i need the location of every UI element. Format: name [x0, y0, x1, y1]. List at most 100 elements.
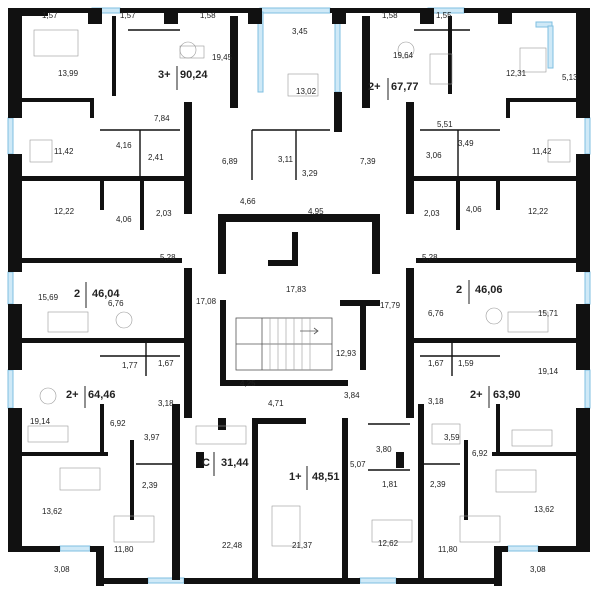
- svg-text:90,24: 90,24: [180, 69, 208, 81]
- room-area: 1,55: [436, 11, 452, 20]
- room-area: 12,31: [506, 69, 527, 78]
- room-area: 3,29: [302, 169, 318, 178]
- room-area: 17,83: [286, 285, 307, 294]
- room-area: 4,16: [116, 141, 132, 150]
- apartment-label-one: 1+ 48,51: [289, 466, 340, 490]
- room-area: 12,93: [336, 349, 357, 358]
- outer-walls: [8, 8, 590, 586]
- room-area: 6,89: [222, 157, 238, 166]
- svg-text:46,06: 46,06: [475, 284, 503, 296]
- room-area: 1,57: [42, 11, 58, 20]
- svg-text:31,44: 31,44: [221, 457, 249, 469]
- room-area: 19,64: [393, 51, 414, 60]
- room-area: 3,49: [458, 139, 474, 148]
- room-area: 13,62: [534, 505, 555, 514]
- room-area: 6,76: [108, 299, 124, 308]
- room-area: 3,08: [530, 565, 546, 574]
- svg-text:2: 2: [74, 288, 80, 300]
- room-area: 6,92: [110, 419, 126, 428]
- room-area: 3,11: [278, 155, 294, 164]
- room-area: 22,48: [222, 541, 243, 550]
- room-area: 2,03: [156, 209, 172, 218]
- room-area: 4,25: [240, 379, 256, 388]
- svg-text:3+: 3+: [158, 69, 171, 81]
- room-area: 21,37: [292, 541, 313, 550]
- room-area: 7,39: [360, 157, 376, 166]
- room-area: 4,06: [466, 205, 482, 214]
- svg-text:64,46: 64,46: [88, 389, 116, 401]
- stair-core: [235, 317, 333, 371]
- room-area: 11,42: [532, 147, 552, 156]
- room-area: 2,39: [430, 480, 446, 489]
- room-area: 4,06: [116, 215, 132, 224]
- room-area: 11,80: [438, 545, 458, 554]
- room-area: 7,84: [154, 114, 170, 123]
- room-area: 3,18: [428, 397, 444, 406]
- room-area: 4,95: [308, 207, 324, 216]
- room-area: 1,67: [428, 359, 444, 368]
- apartment-label-low-right: 2+ 63,90: [470, 386, 521, 408]
- room-area: 2,03: [424, 209, 440, 218]
- room-area: 1,58: [200, 11, 216, 20]
- interior-walls: [8, 16, 590, 580]
- apartment-label-top-right: 2+ 67,77: [368, 78, 419, 100]
- room-area: 19,14: [538, 367, 559, 376]
- room-area: 1,59: [458, 359, 474, 368]
- thin-partitions: [100, 29, 500, 471]
- room-area: 1,81: [382, 480, 398, 489]
- apartment-label-studio: С 31,44: [202, 452, 249, 476]
- room-area-labels: 1,57 1,57 1,58 3,45 1,58 1,55 13,99 19,4…: [30, 11, 578, 574]
- room-area: 3,80: [376, 445, 392, 454]
- room-area: 11,42: [54, 147, 74, 156]
- room-area: 1,77: [122, 361, 138, 370]
- apartment-label-low-left: 2+ 64,46: [66, 386, 116, 408]
- svg-text:2+: 2+: [368, 81, 381, 93]
- svg-text:48,51: 48,51: [312, 471, 340, 483]
- apartment-label-top-left: 3+ 90,24: [158, 66, 208, 90]
- room-area: 6,76: [428, 309, 444, 318]
- svg-text:63,90: 63,90: [493, 389, 521, 401]
- room-area: 5,13: [562, 73, 578, 82]
- room-area: 15,71: [538, 309, 559, 318]
- room-area: 3,45: [292, 27, 308, 36]
- room-area: 1,58: [382, 11, 398, 20]
- room-area: 1,57: [120, 11, 136, 20]
- room-area: 13,02: [296, 87, 317, 96]
- room-area: 17,08: [196, 297, 217, 306]
- room-area: 3,18: [158, 399, 174, 408]
- room-area: 12,22: [54, 207, 75, 216]
- svg-text:2+: 2+: [66, 389, 79, 401]
- room-area: 3,84: [344, 391, 360, 400]
- room-area: 15,69: [38, 293, 59, 302]
- room-area: 5,28: [422, 253, 438, 262]
- svg-text:2+: 2+: [470, 389, 483, 401]
- room-area: 5,07: [350, 460, 366, 469]
- svg-text:1+: 1+: [289, 471, 302, 483]
- svg-text:2: 2: [456, 284, 462, 296]
- room-area: 5,51: [437, 120, 453, 129]
- svg-text:46,04: 46,04: [92, 288, 120, 300]
- svg-text:С: С: [202, 457, 210, 469]
- room-area: 4,66: [240, 197, 256, 206]
- room-area: 3,08: [54, 565, 70, 574]
- room-area: 2,41: [148, 153, 164, 162]
- room-area: 13,99: [58, 69, 79, 78]
- room-area: 12,22: [528, 207, 549, 216]
- room-area: 19,45: [212, 53, 233, 62]
- room-area: 19,14: [30, 417, 51, 426]
- room-area: 3,97: [144, 433, 160, 442]
- room-area: 2,39: [142, 481, 158, 490]
- room-area: 13,62: [42, 507, 63, 516]
- room-area: 11,80: [114, 545, 134, 554]
- room-area: 3,59: [444, 433, 460, 442]
- room-area: 3,06: [426, 151, 442, 160]
- apartment-labels: 3+ 90,24 2+ 67,77 2 46,04 2 46,06 2+ 64,…: [66, 66, 521, 490]
- svg-text:67,77: 67,77: [391, 81, 419, 93]
- room-area: 1,67: [158, 359, 174, 368]
- room-area: 12,62: [378, 539, 399, 548]
- room-area: 4,71: [268, 399, 284, 408]
- furniture: [27, 29, 571, 547]
- apartment-label-mid-left: 2 46,04: [74, 282, 120, 308]
- room-area: 17,79: [380, 301, 401, 310]
